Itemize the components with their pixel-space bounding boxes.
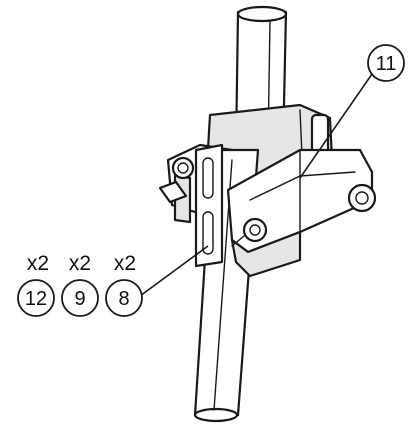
callout-11-label: 11 <box>376 53 397 75</box>
callout-9-label: 9 <box>74 288 85 310</box>
qty-label-12: x2 <box>27 252 49 275</box>
slotted-plate <box>194 143 224 268</box>
callout-12-label: 12 <box>25 288 47 310</box>
bolt-left <box>158 180 268 247</box>
leader-line-11 <box>299 73 373 179</box>
callout-8: 8 <box>105 279 143 317</box>
qty-label-9: x2 <box>69 252 91 275</box>
callout-9: 9 <box>61 279 99 317</box>
qty-label-8: x2 <box>114 252 136 275</box>
leader-line-8 <box>139 245 209 297</box>
callout-8-label: 8 <box>118 288 129 310</box>
callout-11: 11 <box>367 44 405 82</box>
bolt-right <box>347 183 377 213</box>
callout-12: 12 <box>17 279 55 317</box>
